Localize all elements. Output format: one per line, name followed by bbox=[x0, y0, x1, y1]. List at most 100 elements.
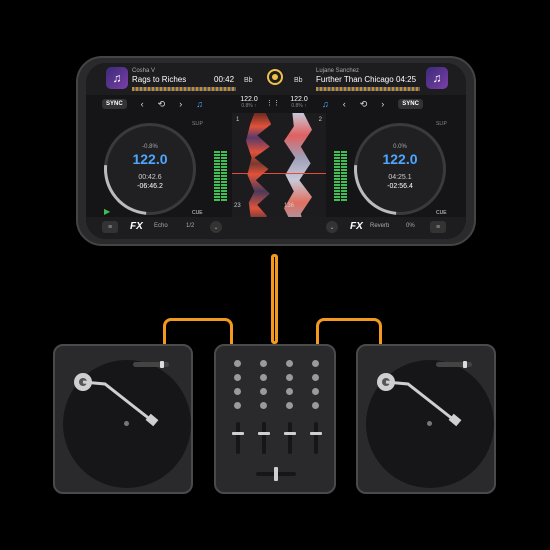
left-level-meter-2 bbox=[221, 151, 227, 201]
bottom-bar: ≡ FX Echo 1/2 ⌄ ⌄ FX Reverb 0% ≡ bbox=[86, 217, 466, 239]
left-play-icon[interactable]: ▶ bbox=[104, 207, 111, 216]
center-mode-button[interactable] bbox=[267, 69, 283, 85]
right-prev-icon[interactable]: ‹ bbox=[342, 99, 346, 109]
left-turntable-cable bbox=[163, 318, 233, 346]
right-fx-amount[interactable]: 0% bbox=[406, 223, 415, 229]
mixer-knob[interactable] bbox=[234, 402, 241, 409]
left-pitch: -0.8% bbox=[142, 144, 158, 150]
mixer-knob[interactable] bbox=[260, 374, 267, 381]
right-turntable-cable bbox=[316, 318, 382, 346]
mixer-knob[interactable] bbox=[234, 360, 241, 367]
left-next-icon[interactable]: › bbox=[179, 99, 183, 109]
right-next-icon[interactable]: › bbox=[381, 99, 385, 109]
right-pitch-fader[interactable] bbox=[436, 361, 472, 368]
right-wf-counter: 136 bbox=[284, 203, 295, 209]
right-center-bpm: 122.0 0.8% ↑ bbox=[286, 96, 312, 110]
mixer-knob[interactable] bbox=[286, 388, 293, 395]
dj-mixer bbox=[214, 344, 336, 494]
right-overview-waveform[interactable] bbox=[316, 87, 420, 91]
music-note-icon: ♫ bbox=[432, 71, 442, 85]
mixer-knob[interactable] bbox=[286, 374, 293, 381]
left-center-bpm: 122.0 0.8% ↑ bbox=[236, 96, 262, 110]
left-loop-icon[interactable]: ⟲ bbox=[157, 98, 166, 109]
left-cue-button[interactable]: CUE bbox=[192, 210, 203, 216]
left-turntable bbox=[53, 344, 193, 494]
left-pitch-fader[interactable] bbox=[133, 361, 169, 368]
left-track-time: 00:42 bbox=[214, 75, 235, 84]
mixer-knob[interactable] bbox=[286, 360, 293, 367]
phone-to-mixer-cable bbox=[271, 254, 278, 344]
right-track-artwork[interactable]: ♫ bbox=[426, 67, 448, 89]
right-eq-button[interactable]: ≡ bbox=[430, 221, 446, 233]
chevron-down-icon: ⌄ bbox=[329, 224, 335, 231]
left-tonearm-icon[interactable] bbox=[65, 368, 175, 428]
mixer-knob[interactable] bbox=[312, 360, 319, 367]
mixer-knob[interactable] bbox=[312, 402, 319, 409]
right-deck-number: 2 bbox=[318, 117, 322, 123]
left-overview-waveform[interactable] bbox=[132, 87, 236, 91]
right-fx-label[interactable]: FX bbox=[350, 221, 363, 232]
right-fx-effect[interactable]: Reverb bbox=[370, 223, 390, 229]
left-fx-amount[interactable]: 1/2 bbox=[186, 223, 195, 229]
left-prev-icon[interactable]: ‹ bbox=[140, 99, 144, 109]
left-slip-label[interactable]: SLIP bbox=[192, 121, 203, 127]
grid-icon[interactable]: ⋮⋮ bbox=[266, 100, 280, 107]
mixer-knob[interactable] bbox=[234, 374, 241, 381]
left-eq-button[interactable]: ≡ bbox=[102, 221, 118, 233]
right-remaining: -02:56.4 bbox=[387, 183, 413, 190]
left-key[interactable]: Bb bbox=[244, 77, 253, 84]
left-control-row: SYNC ‹ ⟲ › ♫ bbox=[102, 97, 203, 111]
left-fx-expand-button[interactable]: ⌄ bbox=[210, 221, 222, 233]
right-fx-expand-button[interactable]: ⌄ bbox=[326, 221, 338, 233]
left-sync-button[interactable]: SYNC bbox=[102, 99, 127, 109]
mixer-knob[interactable] bbox=[286, 402, 293, 409]
right-music-icon[interactable]: ♫ bbox=[322, 99, 329, 109]
record-dot-icon bbox=[272, 74, 278, 80]
left-center-bpm-value: 122.0 bbox=[240, 96, 258, 103]
right-loop-icon[interactable]: ⟲ bbox=[359, 98, 368, 109]
channel-fader-2[interactable] bbox=[258, 422, 270, 454]
mixer-knob[interactable] bbox=[260, 360, 267, 367]
right-slip-label[interactable]: SLIP bbox=[436, 121, 447, 127]
left-wf-counter: 23 bbox=[234, 203, 241, 209]
left-center-bpm-sub: 0.8% ↑ bbox=[241, 103, 257, 109]
right-control-row: ♫ ‹ ⟲ › SYNC bbox=[322, 97, 423, 111]
right-level-meter-2 bbox=[341, 151, 347, 201]
playhead-line bbox=[232, 173, 326, 174]
music-note-icon: ♫ bbox=[112, 71, 122, 85]
fader-cap bbox=[160, 361, 164, 368]
mixer-knob[interactable] bbox=[234, 388, 241, 395]
right-turntable bbox=[356, 344, 496, 494]
channel-fader-4[interactable] bbox=[310, 422, 322, 454]
left-platter[interactable]: -0.8% 122.0 00:42.6 -06:46.2 bbox=[86, 104, 215, 234]
right-elapsed: 04:25.1 bbox=[388, 174, 412, 181]
crossfader[interactable] bbox=[256, 467, 296, 481]
waveform-panel[interactable]: 1 2 23 136 bbox=[232, 113, 326, 225]
right-cue-button[interactable]: CUE bbox=[436, 210, 447, 216]
channel-fader-3[interactable] bbox=[284, 422, 296, 454]
mixer-knob[interactable] bbox=[260, 388, 267, 395]
right-level-meter bbox=[334, 151, 340, 201]
mixer-knob[interactable] bbox=[312, 388, 319, 395]
crossfader-cap bbox=[274, 467, 278, 481]
mixer-knob[interactable] bbox=[312, 374, 319, 381]
right-key[interactable]: Bb bbox=[294, 77, 303, 84]
right-tonearm-icon[interactable] bbox=[368, 368, 478, 428]
left-level-meter bbox=[214, 151, 220, 201]
left-fx-label[interactable]: FX bbox=[130, 221, 143, 232]
right-track-title: Further Than Chicago bbox=[316, 75, 394, 84]
right-sync-button[interactable]: SYNC bbox=[398, 99, 423, 109]
top-bar: ♫ Cosha V Rags to Riches 00:42 Bb Bb Luj… bbox=[86, 63, 466, 95]
mixer-knob[interactable] bbox=[260, 402, 267, 409]
channel-fader-1[interactable] bbox=[232, 422, 244, 454]
left-bpm: 122.0 bbox=[132, 151, 168, 167]
right-spindle bbox=[427, 421, 432, 426]
sliders-icon: ≡ bbox=[435, 223, 441, 231]
left-track-artwork[interactable]: ♫ bbox=[106, 67, 128, 89]
right-center-bpm-sub: 0.8% ↑ bbox=[291, 103, 307, 109]
right-platter[interactable]: 0.0% 122.0 04:25.1 -02:56.4 bbox=[335, 104, 465, 234]
right-bpm: 122.0 bbox=[382, 151, 418, 167]
right-center-bpm-value: 122.0 bbox=[290, 96, 308, 103]
left-fx-effect[interactable]: Echo bbox=[154, 223, 168, 229]
left-music-icon[interactable]: ♫ bbox=[196, 99, 203, 109]
